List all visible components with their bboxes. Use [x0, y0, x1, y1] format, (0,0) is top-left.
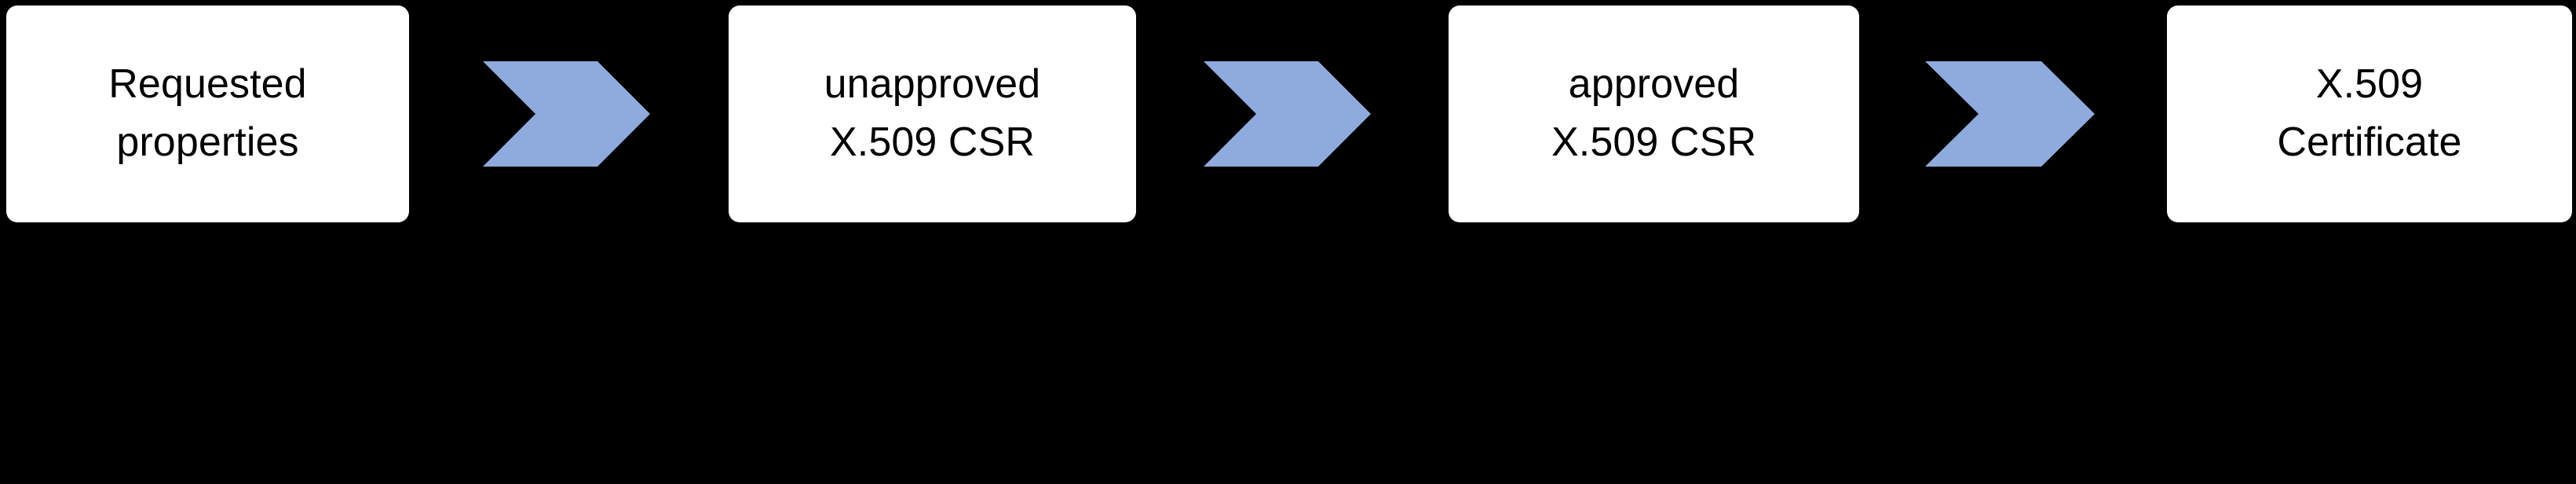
flow-node-label-line2: X.509 CSR — [829, 119, 1036, 165]
flow-node-requested-properties[interactable]: Requested properties — [6, 6, 409, 222]
chevron-right-arrow-icon — [483, 61, 650, 167]
flow-node-label-line2: properties — [116, 119, 299, 165]
flow-node-label-line2: X.509 CSR — [1551, 119, 1757, 165]
flow-node-label-line1: Requested — [108, 61, 307, 108]
chevron-right-arrow-icon — [1204, 61, 1371, 167]
flow-node-unapproved-csr[interactable]: unapproved X.509 CSR — [729, 6, 1136, 222]
flow-node-x509-certificate[interactable]: X.509 Certificate — [2167, 6, 2572, 222]
flow-node-label-line1: unapproved — [824, 61, 1041, 108]
flow-node-label-line2: Certificate — [2277, 119, 2462, 165]
flow-node-approved-csr[interactable]: approved X.509 CSR — [1449, 6, 1859, 222]
flow-node-label-line1: approved — [1568, 61, 1740, 108]
flow-node-label-line1: X.509 — [2315, 61, 2424, 108]
chevron-right-arrow-icon — [1925, 61, 2095, 167]
